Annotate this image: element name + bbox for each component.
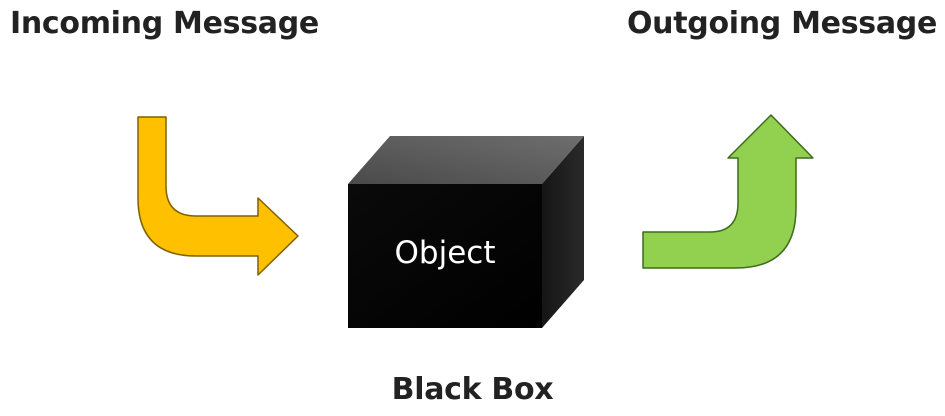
- cube-side-face: [542, 136, 584, 328]
- incoming-message-label: Incoming Message: [10, 6, 319, 41]
- outgoing-message-label: Outgoing Message: [626, 6, 937, 41]
- cube-top-face: [348, 136, 584, 184]
- black-box-cube: Object: [348, 136, 584, 328]
- incoming-arrow: [137, 116, 299, 276]
- cube-front-face: [348, 184, 542, 328]
- object-label: Object: [395, 235, 496, 271]
- black-box-caption: Black Box: [391, 372, 554, 407]
- outgoing-arrow: [642, 114, 814, 269]
